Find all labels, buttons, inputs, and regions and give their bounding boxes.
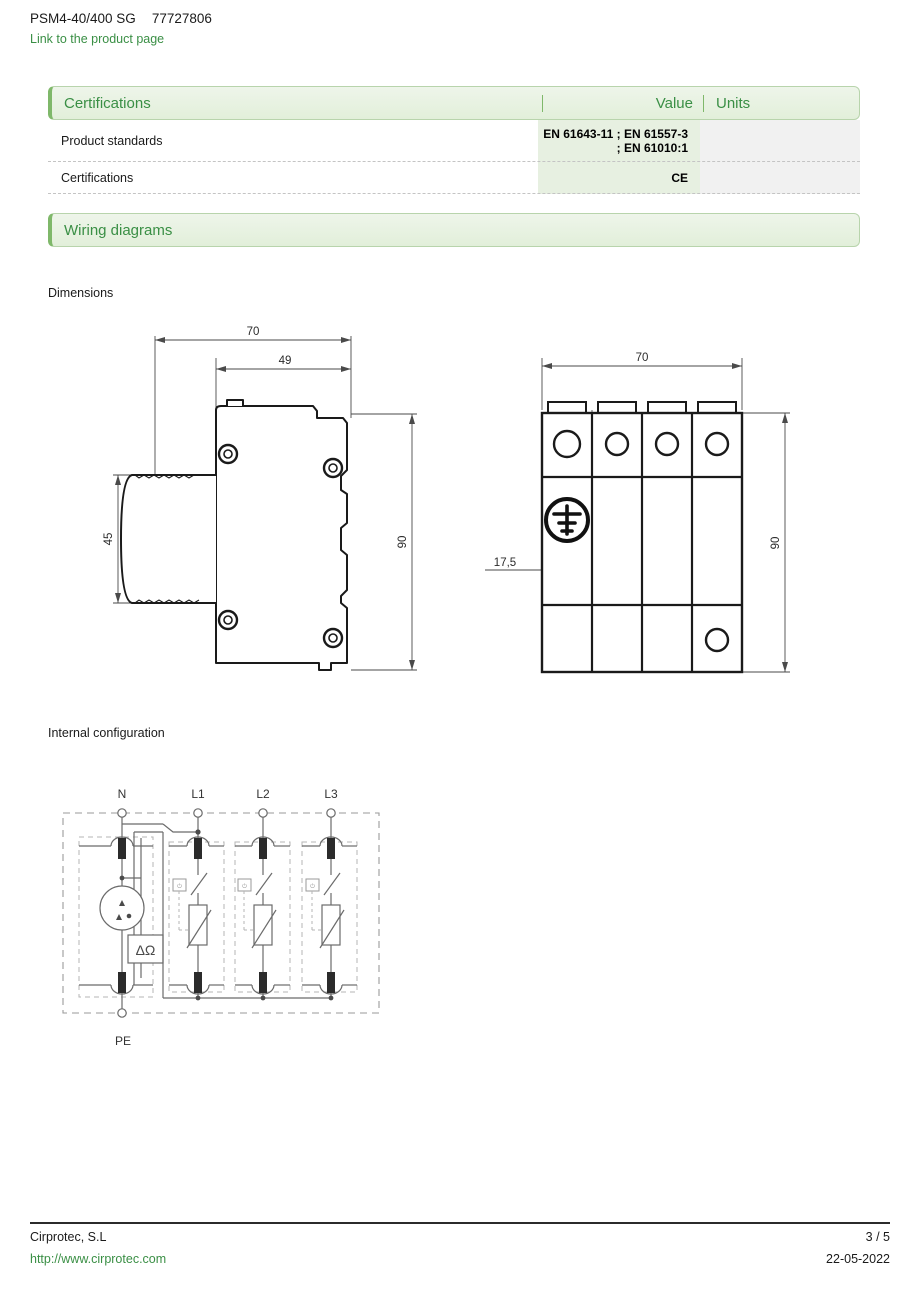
table-row: Product standards EN 61643-11 ; EN 61557…: [48, 120, 860, 162]
dim-label-height-front: 45: [103, 533, 115, 546]
dim-label-front-width: 70: [636, 352, 649, 364]
earth-ground-icon: [544, 497, 590, 543]
table-header-row: Certifications Value Units: [48, 86, 860, 120]
dim-label-height-total: 90: [397, 536, 409, 549]
document-header: PSM4-40/400 SG 77727806 Link to the produ…: [30, 10, 212, 47]
terminal-label-l3: L3: [324, 787, 338, 801]
row-label: Certifications: [61, 170, 134, 185]
dimensions-label: Dimensions: [48, 286, 114, 300]
side-view-svg: 70 49 45 90: [103, 326, 417, 671]
delta-omega-label: ΔΩ: [136, 942, 156, 958]
terminal-blocks-bottom: [79, 972, 357, 1009]
column-header-value: Value: [655, 94, 693, 112]
column-header-units: Units: [716, 94, 751, 112]
svg-text:⏻: ⏻: [177, 883, 182, 890]
column-divider: [703, 94, 704, 112]
product-page-link[interactable]: Link to the product page: [30, 32, 165, 46]
row-label: Product standards: [61, 133, 163, 148]
row-value: EN 61643-11 ; EN 61557-3 ; EN 61010:1: [543, 126, 688, 155]
footer-row-bottom: http://www.cirprotec.com 22-05-2022: [30, 1250, 890, 1268]
table-body: Product standards EN 61643-11 ; EN 61557…: [48, 120, 860, 194]
dim-label-module-pitch: 17,5: [494, 557, 516, 569]
footer-divider: [30, 1222, 890, 1224]
terminal-label-pe: PE: [115, 1034, 131, 1048]
units-column-background: [700, 120, 860, 194]
line-branch-l2: ⏻: [237, 859, 277, 978]
internal-configuration-diagram: N L1 L2 L3 PE: [55, 780, 395, 1050]
terminal-label-l1: L1: [191, 787, 205, 801]
document-footer: Cirprotec, S.L 3 / 5 http://www.cirprote…: [30, 1222, 890, 1268]
company-name: Cirprotec, S.L: [30, 1230, 107, 1244]
schematic-svg: N L1 L2 L3 PE: [62, 787, 380, 1048]
dim-label-width-total: 70: [247, 326, 260, 338]
company-website-link[interactable]: http://www.cirprotec.com: [30, 1252, 167, 1266]
dim-label-front-height: 90: [770, 537, 782, 550]
terminal-label-l2: L2: [256, 787, 270, 801]
front-view-svg: 70 17,5 90: [485, 352, 790, 674]
product-reference: 77727806: [151, 11, 212, 26]
front-view-drawing: 70 17,5 90: [480, 340, 815, 690]
svg-text:⏻: ⏻: [310, 883, 315, 890]
line-branch-l1: ⏻: [172, 859, 212, 978]
delta-omega-indicator: ΔΩ: [127, 934, 164, 964]
value-column-background: [538, 120, 700, 194]
column-header-name: Certifications: [64, 94, 151, 112]
side-view-drawing: 70 49 45 90: [95, 318, 435, 688]
dim-label-width-inner: 49: [279, 355, 292, 367]
document-date: 22-05-2022: [826, 1252, 890, 1266]
enclosure-boundary: [62, 812, 380, 1014]
certifications-table: Certifications Value Units Product stand…: [48, 86, 860, 194]
page-number: 3 / 5: [865, 1230, 890, 1244]
table-row: Certifications CE: [48, 162, 860, 194]
column-divider: [542, 94, 543, 112]
line-branch-l3: ⏻: [305, 859, 345, 978]
section-title: Wiring diagrams: [64, 221, 173, 239]
internal-configuration-label: Internal configuration: [48, 726, 165, 740]
terminal-blocks-top: [79, 836, 357, 859]
svg-text:⏻: ⏻: [242, 883, 247, 890]
spark-gap-icon: [116, 900, 132, 920]
row-value: CE: [671, 170, 688, 185]
header-title-row: PSM4-40/400 SG 77727806: [30, 10, 212, 28]
product-model: PSM4-40/400 SG: [30, 11, 136, 26]
footer-row-top: Cirprotec, S.L 3 / 5: [30, 1228, 890, 1246]
terminal-label-n: N: [118, 787, 127, 801]
wiring-diagrams-section-header: Wiring diagrams: [48, 213, 860, 247]
